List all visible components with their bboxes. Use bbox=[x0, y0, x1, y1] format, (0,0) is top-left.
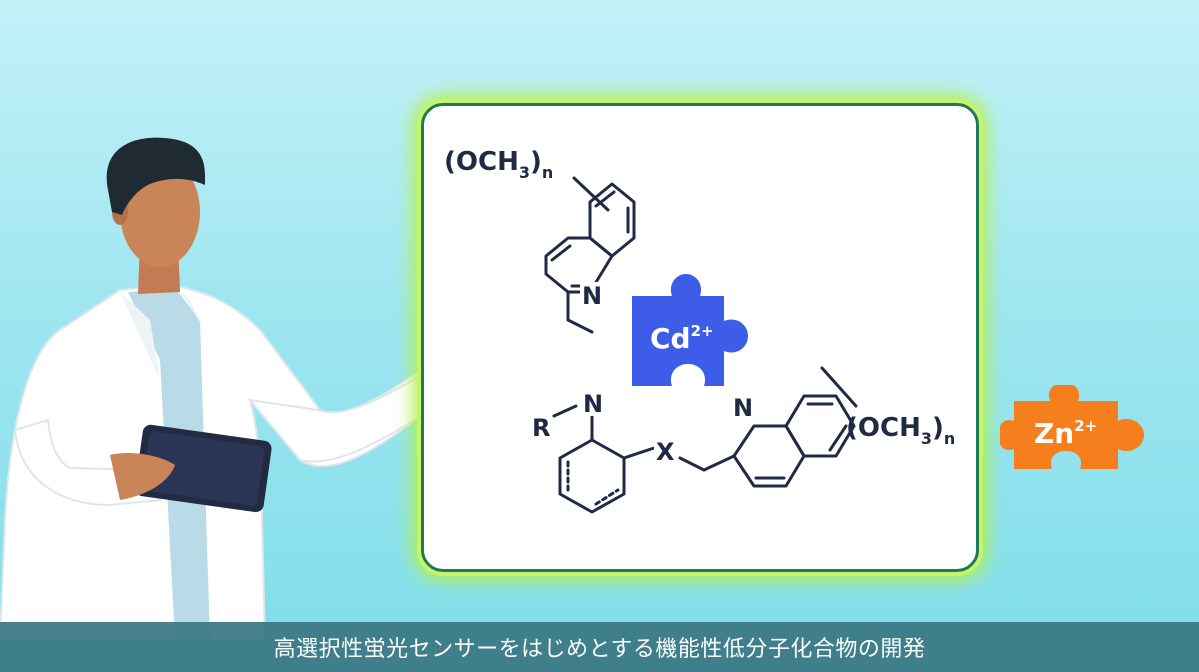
cd-ion-label: Cd2+ bbox=[650, 322, 714, 355]
nitrogen-center: N bbox=[583, 390, 603, 418]
zn-ion-label: Zn2+ bbox=[1034, 417, 1097, 450]
subtitle-bar: 高選択性蛍光センサーをはじめとする機能性低分子化合物の開発 bbox=[0, 622, 1199, 672]
right-quinoline-benzo-ring bbox=[784, 394, 856, 458]
central-benzene-ring bbox=[558, 438, 626, 514]
molecule-structure: N N R X N (OCH3)n (OCH3)n Cd2+ bbox=[444, 147, 955, 514]
left-hand bbox=[110, 453, 175, 500]
hair bbox=[106, 137, 205, 215]
r-group-label: R bbox=[532, 414, 550, 442]
top-quinoline-pyridine-ring bbox=[544, 236, 614, 294]
nitrogen-top-quinoline: N bbox=[582, 282, 602, 310]
subtitle-text: 高選択性蛍光センサーをはじめとする機能性低分子化合物の開発 bbox=[273, 637, 926, 662]
scientist-illustration bbox=[0, 137, 530, 640]
zn-ion-puzzle-piece: Zn2+ bbox=[1000, 385, 1144, 469]
methoxy-substituent-right: (OCH3)n bbox=[846, 413, 955, 448]
tablet bbox=[134, 424, 272, 513]
methoxy-substituent-top: (OCH3)n bbox=[444, 147, 553, 182]
cd-ion-puzzle-piece: Cd2+ bbox=[632, 274, 748, 386]
nitrogen-right-quinoline: N bbox=[733, 394, 753, 422]
x-linker-label: X bbox=[656, 438, 675, 466]
molecule-board: N N R X N (OCH3)n (OCH3)n Cd2+ bbox=[421, 103, 979, 572]
